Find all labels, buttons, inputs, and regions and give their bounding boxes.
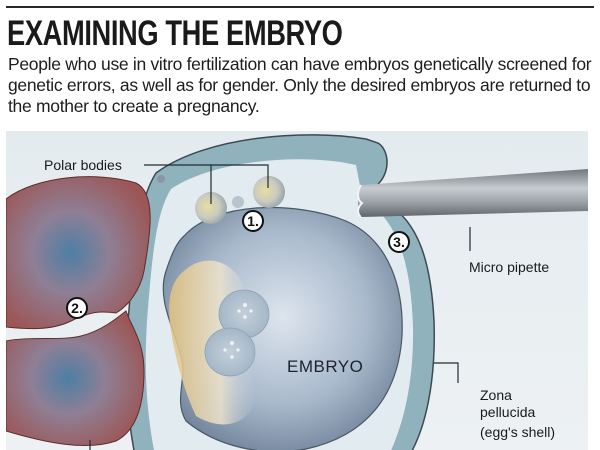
diagram-panel: Polar bodies Micro pipette Zona pellucid… bbox=[6, 131, 588, 450]
embryo-illustration bbox=[6, 134, 588, 450]
step-3-badge: 3. bbox=[388, 231, 410, 253]
zona-label-line3: (egg's shell) bbox=[480, 424, 556, 440]
zona-label-line2: pellucida bbox=[480, 404, 536, 420]
micro-pipette-label: Micro pipette bbox=[469, 259, 550, 275]
polar-body-1 bbox=[195, 192, 227, 224]
polar-body-small bbox=[232, 196, 244, 208]
debris-particle bbox=[157, 175, 165, 183]
top-rule bbox=[6, 6, 594, 8]
nucleus-bottom bbox=[204, 327, 256, 377]
page-title: EXAMINING THE EMBRYO bbox=[7, 14, 343, 53]
embryo-label: EMBRYO bbox=[287, 357, 364, 376]
description-text: People who use in vitro fertilization ca… bbox=[8, 54, 592, 116]
polar-bodies-label: Polar bodies bbox=[44, 157, 122, 173]
micro-pipette-shape bbox=[357, 169, 588, 217]
step-1-badge: 1. bbox=[242, 210, 264, 232]
polar-body-2 bbox=[253, 176, 285, 208]
step-2-badge: 2. bbox=[66, 297, 88, 319]
zona-label-line1: Zona bbox=[480, 387, 512, 403]
